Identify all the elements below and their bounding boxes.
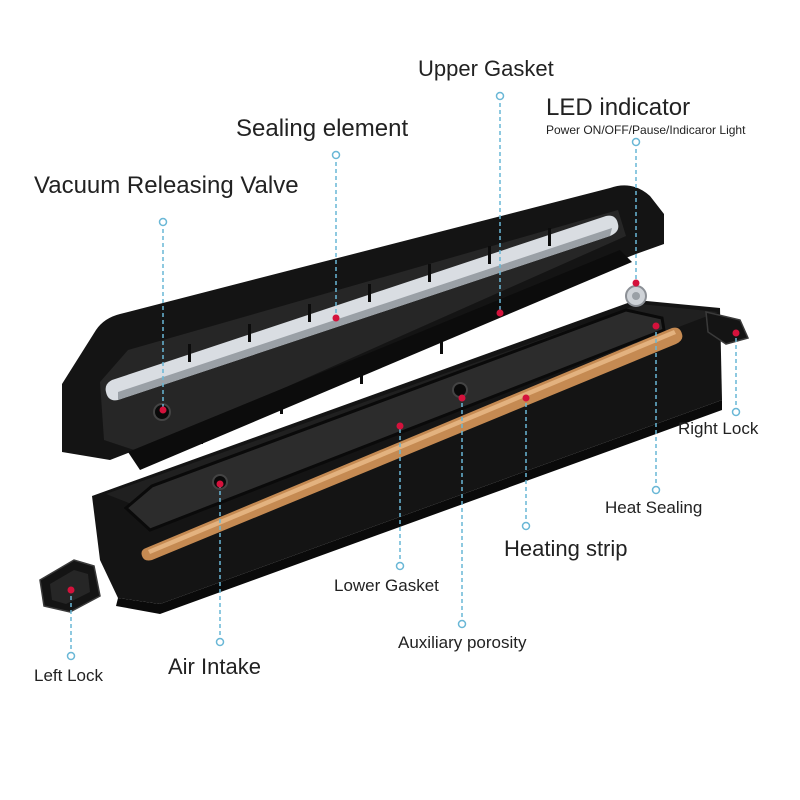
marker-dot-right-lock: [732, 329, 740, 337]
leader-ring-heating-strip: [521, 521, 531, 531]
label-sealing-element: Sealing element: [236, 115, 409, 142]
marker-dot-sealing-element: [332, 314, 340, 322]
marker-dot-led-indicator: [632, 279, 640, 287]
leader-ring-sealing-element: [331, 150, 341, 160]
label-heating-strip: Heating strip: [504, 536, 628, 561]
label-auxiliary-porosity: Auxiliary porosity: [398, 633, 527, 652]
label-vacuum-releasing-valve: Vacuum Releasing Valve: [34, 172, 299, 199]
lid-ribs: [188, 228, 551, 444]
marker-dot-air-intake: [216, 480, 224, 488]
leader-ring-left-lock: [66, 651, 76, 661]
leader-ring-upper-gasket: [495, 91, 505, 101]
heating-strip-highlight: [148, 330, 676, 554]
label-right-lock: Right Lock: [678, 419, 759, 438]
label-led-indicator-sub: Power ON/OFF/Pause/Indicaror Light: [546, 123, 746, 137]
label-upper-gasket: Upper Gasket: [418, 56, 554, 81]
marker-dot-upper-gasket: [496, 309, 504, 317]
leader-ring-air-intake: [215, 637, 225, 647]
label-heat-sealing: Heat Sealing: [605, 498, 703, 517]
led-indicator-core: [632, 292, 640, 300]
leader-ring-auxiliary-porosity: [457, 619, 467, 629]
lower-gasket-tray: [123, 308, 666, 532]
leader-ring-vacuum-releasing-valve: [158, 217, 168, 227]
label-left-lock: Left Lock: [34, 666, 103, 685]
leader-lines: [66, 91, 741, 661]
marker-dot-vacuum-releasing-valve: [159, 406, 167, 414]
marker-dot-left-lock: [67, 586, 75, 594]
marker-dot-auxiliary-porosity: [458, 394, 466, 402]
upper-gasket-rim: [128, 250, 632, 470]
leader-ring-right-lock: [731, 407, 741, 417]
leader-ring-lower-gasket: [395, 561, 405, 571]
marker-dot-lower-gasket: [396, 422, 404, 430]
auxiliary-porosity-knob: [452, 382, 468, 398]
label-lower-gasket: Lower Gasket: [334, 576, 439, 595]
leader-ring-heat-sealing: [651, 485, 661, 495]
label-air-intake: Air Intake: [168, 654, 261, 679]
marker-dot-heating-strip: [522, 394, 530, 402]
sealing-element-shade: [118, 228, 612, 400]
marker-dot-heat-sealing: [652, 322, 660, 330]
leader-ring-led-indicator: [631, 137, 641, 147]
label-led-indicator: LED indicator: [546, 94, 691, 121]
